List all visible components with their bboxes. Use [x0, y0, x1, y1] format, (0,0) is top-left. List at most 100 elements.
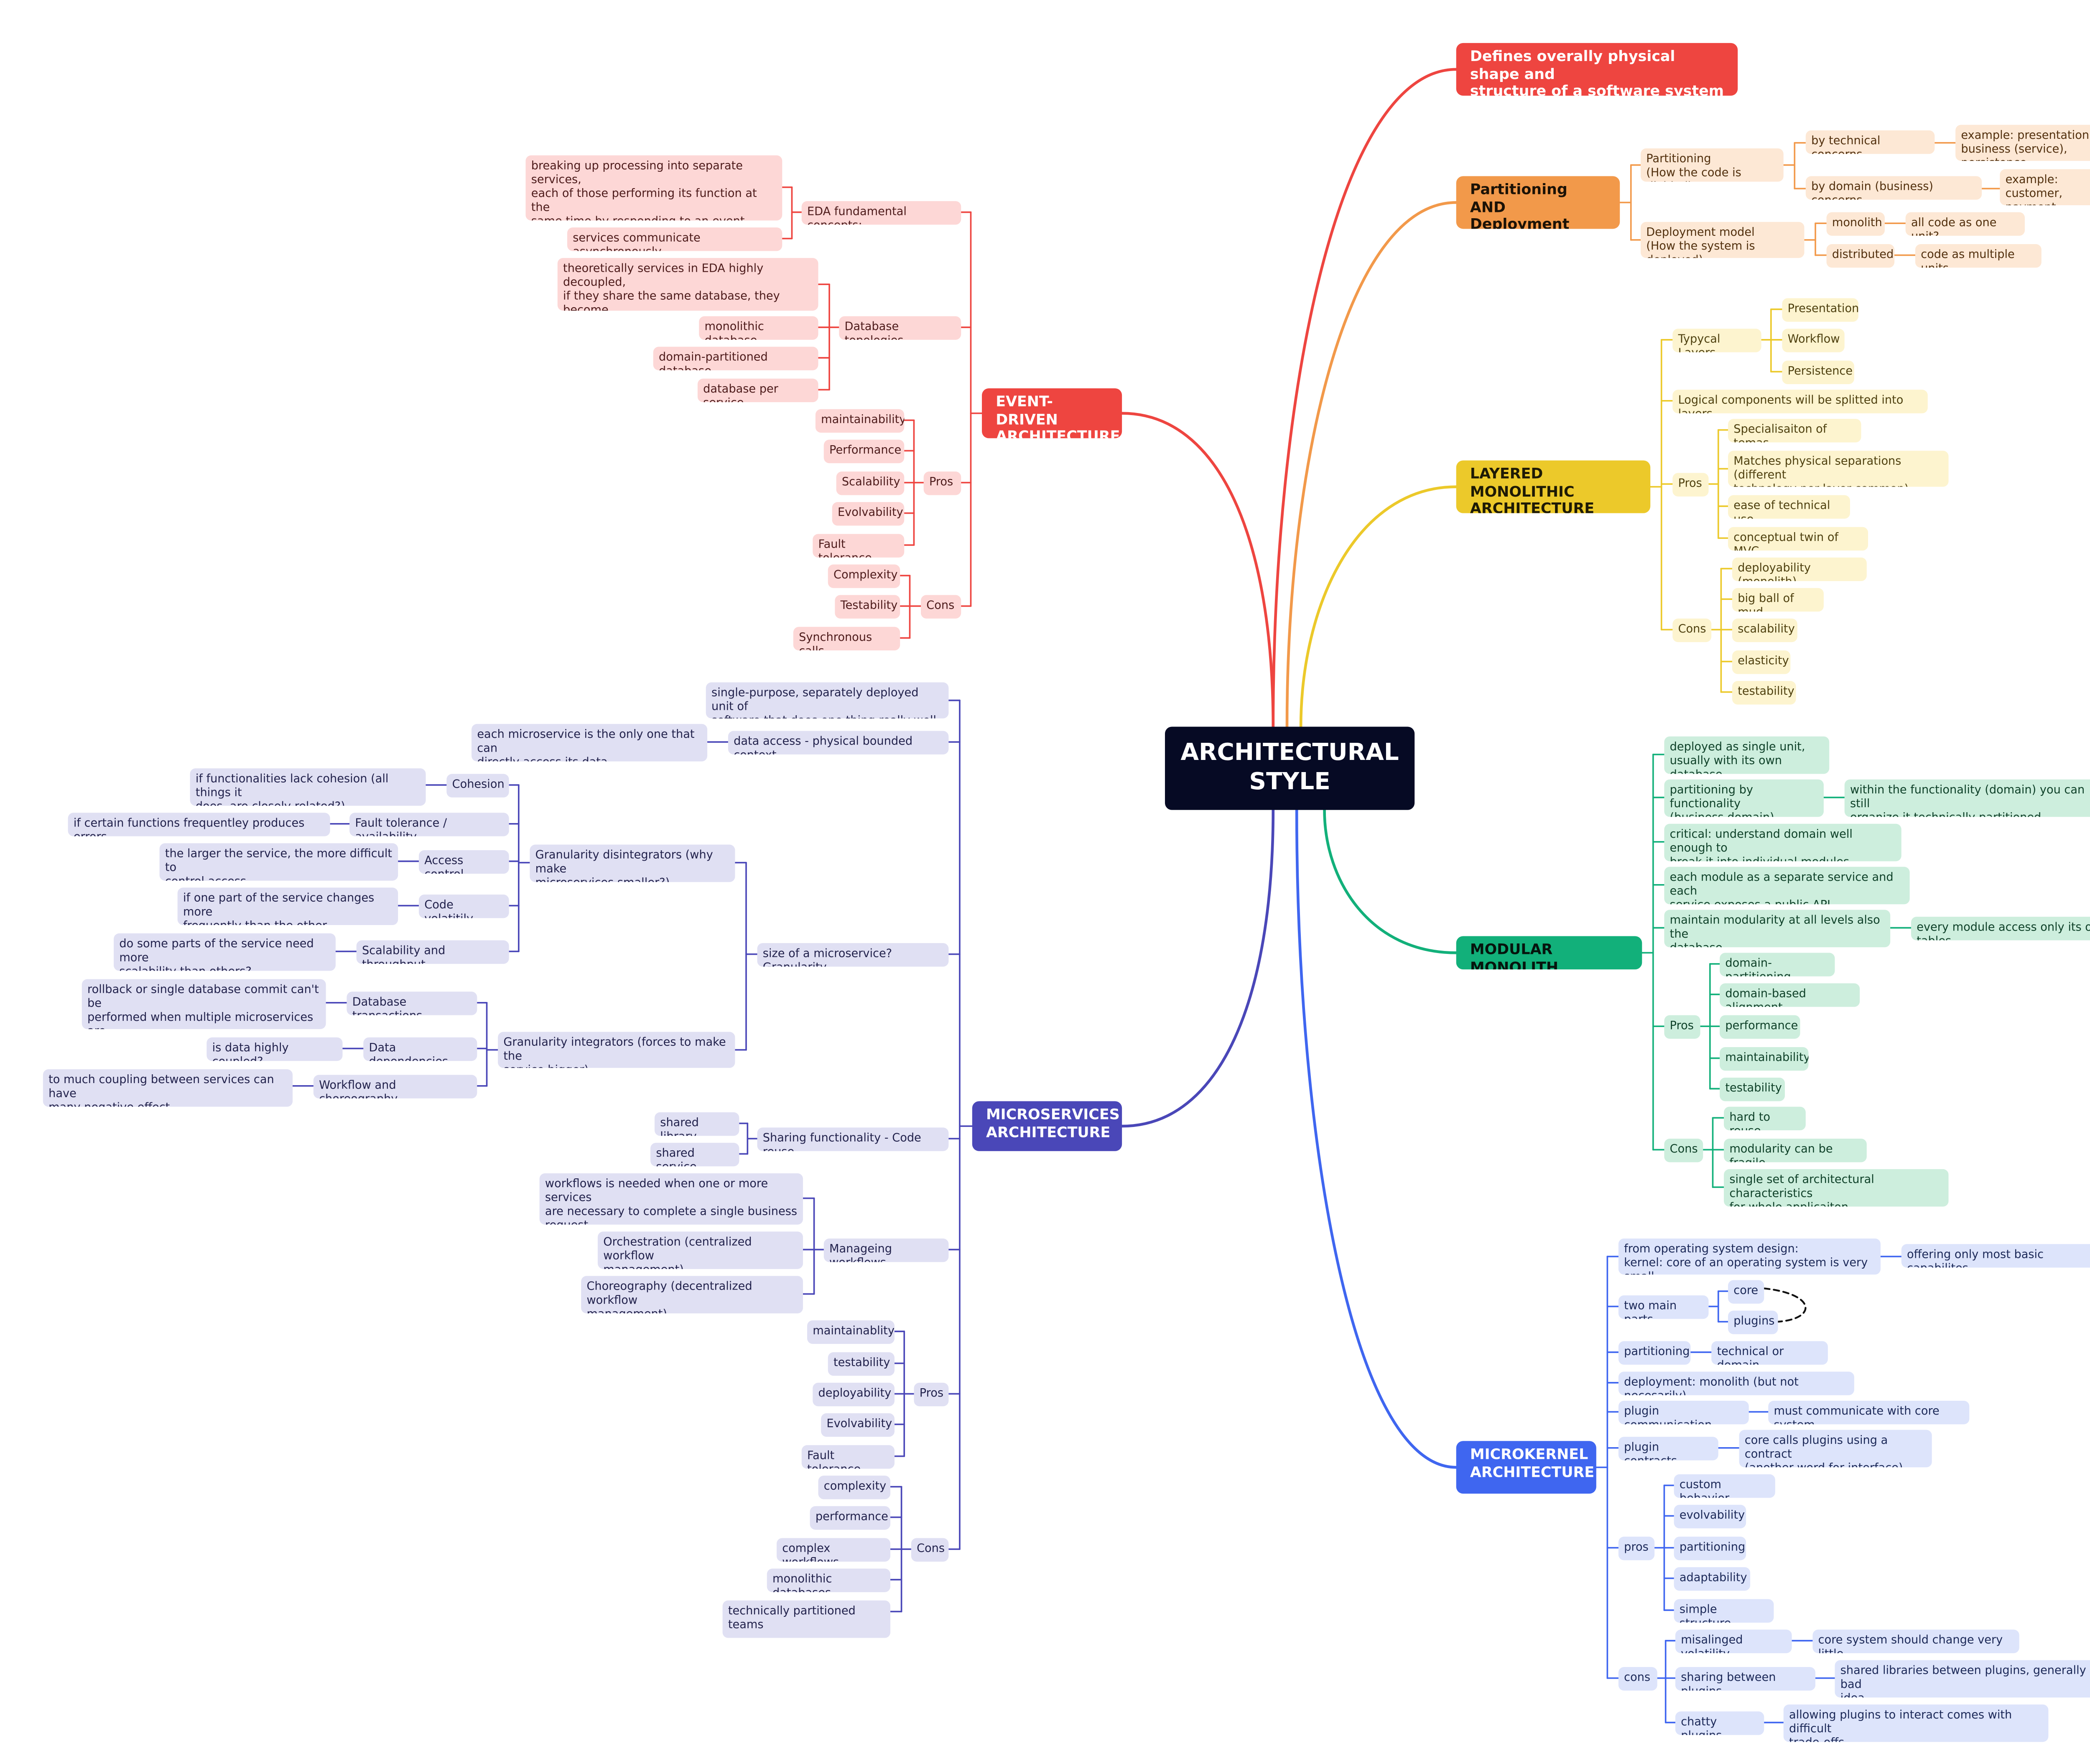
layered-con-3-node[interactable]: scalability — [1732, 618, 1797, 642]
microkernel-con-1-node[interactable]: misalinged volatility — [1675, 1629, 1792, 1653]
ms-disintegrators-node[interactable]: Granularity disintegrators (why make mic… — [530, 844, 735, 882]
technical-example-node[interactable]: example: presentation, business (service… — [1955, 125, 2090, 161]
eda-con-3-node[interactable]: Synchronous calls — [793, 627, 900, 651]
layer-persistence-node[interactable]: Persistence — [1782, 360, 1854, 385]
layered-con-2-node[interactable]: big ball of mud — [1732, 588, 1824, 612]
layer-presentation-node[interactable]: Presentation — [1782, 298, 1858, 322]
eda-pro-5-node[interactable]: Fault tolerance — [813, 534, 905, 558]
ms-pro-3-node[interactable]: deployability — [813, 1382, 895, 1407]
ms-con-1-node[interactable]: complexity — [818, 1476, 891, 1499]
microkernel-con-3-node[interactable]: chatty plugins — [1675, 1711, 1764, 1735]
modular-partitioning-detail-node[interactable]: within the functionality (domain) you ca… — [1844, 779, 2090, 817]
ms-workflow-1-node[interactable]: workflows is needed when one or more ser… — [539, 1173, 803, 1225]
eda-db-3-node[interactable]: database per service — [697, 378, 818, 403]
ms-code-volatility-detail-node[interactable]: if one part of the service changes more … — [177, 887, 398, 925]
ms-pro-4-node[interactable]: Evolvability — [821, 1413, 895, 1437]
ms-data-access-detail-node[interactable]: each microservice is the only one that c… — [472, 724, 708, 762]
definition-node[interactable]: Defines overally physical shape and stru… — [1456, 43, 1738, 96]
layered-cons-node[interactable]: Cons — [1672, 618, 1712, 642]
microkernel-con-1-detail-node[interactable]: core system should change very little — [1812, 1629, 2019, 1653]
ms-sharing-node[interactable]: Sharing functionality - Code reuse — [757, 1127, 949, 1151]
ms-con-2-node[interactable]: performance — [810, 1506, 891, 1530]
by-domain-concerns-node[interactable]: by domain (business) concerns — [1805, 176, 1982, 200]
eda-con-1-node[interactable]: Complexity — [828, 564, 900, 588]
layered-con-5-node[interactable]: testability — [1732, 681, 1796, 705]
microkernel-origin-detail-node[interactable]: offering only most basic capabilites — [1901, 1244, 2090, 1268]
modular-partitioning-node[interactable]: partitioning by functionality (business … — [1664, 779, 1824, 817]
modular-critical-node[interactable]: critical: understand domain well enough … — [1664, 823, 1901, 862]
ms-fault-tolerance-node[interactable]: Fault tolerance / availability — [349, 813, 509, 836]
microkernel-pros-node[interactable]: pros — [1618, 1537, 1655, 1560]
microservices-node[interactable]: MICROSERVICES ARCHITECTURE — [972, 1101, 1122, 1151]
ms-access-control-node[interactable]: Access control — [418, 850, 509, 874]
ms-data-dependencies-node[interactable]: Data dependencies — [363, 1037, 477, 1061]
modular-con-2-node[interactable]: modularity can be fragile — [1724, 1138, 1867, 1162]
plugin-contracts-node[interactable]: plugin contracts — [1618, 1437, 1718, 1461]
ms-pros-node[interactable]: Pros — [914, 1382, 949, 1407]
ms-shared-service-node[interactable]: shared service — [650, 1142, 739, 1167]
modular-monolith-node[interactable]: MODULAR MONOLITH — [1456, 936, 1642, 970]
distributed-desc-node[interactable]: code as multiple units — [1915, 244, 2042, 268]
ms-access-control-detail-node[interactable]: the larger the service, the more difficu… — [159, 843, 398, 881]
ms-scalability-throughput-node[interactable]: Scalability and throughput — [356, 940, 509, 964]
eda-db-2-node[interactable]: domain-partitioned database — [653, 347, 818, 370]
domain-example-node[interactable]: example: customer, payment, shipping — [2000, 169, 2090, 206]
microkernel-pro-1-node[interactable]: custom behavior — [1674, 1474, 1775, 1498]
monolith-node[interactable]: monolith — [1826, 212, 1885, 236]
modular-pro-4-node[interactable]: maintainability — [1720, 1047, 1809, 1071]
ms-con-4-node[interactable]: monolithic databases — [767, 1568, 891, 1592]
root-node[interactable]: ARCHITECTURAL STYLE — [1165, 727, 1415, 810]
monolith-desc-node[interactable]: all code as one unit? — [1905, 212, 2025, 236]
partitioning-deployment-node[interactable]: Partitioning AND Deployment model — [1456, 176, 1620, 229]
microkernel-origin-node[interactable]: from operating system design: kernel: co… — [1618, 1238, 1881, 1275]
modular-deployed-node[interactable]: deployed as single unit, usually with it… — [1664, 736, 1830, 774]
ms-single-purpose-node[interactable]: single-purpose, separately deployed unit… — [706, 682, 949, 719]
eda-pros-node[interactable]: Pros — [923, 472, 961, 495]
ms-db-transactions-detail-node[interactable]: rollback or single database commit can't… — [82, 979, 326, 1029]
eda-con-2-node[interactable]: Testability — [835, 595, 900, 619]
modular-each-module-node[interactable]: each module as a separate service and ea… — [1664, 867, 1910, 905]
ms-cohesion-detail-node[interactable]: if functionalities lack cohesion (all th… — [190, 768, 426, 806]
layered-con-4-node[interactable]: elasticity — [1732, 650, 1791, 674]
eda-pro-3-node[interactable]: Scalability — [836, 472, 905, 495]
microkernel-con-2-node[interactable]: sharing between plugins — [1675, 1667, 1816, 1691]
ms-workflow-2-node[interactable]: Orchestration (centralized workflow mana… — [597, 1231, 803, 1269]
eda-cons-node[interactable]: Cons — [921, 595, 961, 619]
modular-cons-node[interactable]: Cons — [1664, 1138, 1703, 1162]
ms-data-dependencies-detail-node[interactable]: is data highly coupled? — [206, 1037, 343, 1061]
ms-shared-library-node[interactable]: shared library — [655, 1112, 739, 1136]
layered-pro-4-node[interactable]: conceptual twin of MVC — [1728, 527, 1868, 551]
eda-pro-2-node[interactable]: Performance — [823, 439, 905, 464]
layered-monolithic-node[interactable]: LAYERED MONOLITHIC ARCHITECTURE — [1456, 460, 1651, 513]
plugin-communication-detail-node[interactable]: must communicate with core system — [1768, 1401, 1970, 1425]
eda-fundamentals-node[interactable]: EDA fundamental concepts: — [801, 201, 961, 225]
ms-cohesion-node[interactable]: Cohesion — [446, 774, 509, 798]
microkernel-pro-3-node[interactable]: partitioning — [1674, 1537, 1746, 1560]
typical-layers-node[interactable]: Typycal Layers — [1672, 329, 1761, 352]
modular-con-3-node[interactable]: single set of architectural characterist… — [1724, 1169, 1949, 1207]
microkernel-pro-2-node[interactable]: evolvability — [1674, 1504, 1746, 1529]
microkernel-partitioning-detail-node[interactable]: technical or domain — [1711, 1341, 1828, 1365]
layered-pro-2-node[interactable]: Matches physical separations (different … — [1728, 451, 1949, 487]
plugins-node[interactable]: plugins — [1728, 1310, 1778, 1334]
modular-pro-3-node[interactable]: performance — [1720, 1015, 1800, 1039]
ms-scalability-throughput-detail-node[interactable]: do some parts of the service need more s… — [114, 933, 336, 971]
microkernel-deployment-node[interactable]: deployment: monolith (but not necesarily… — [1618, 1371, 1854, 1395]
microkernel-pro-5-node[interactable]: simple structure — [1674, 1599, 1774, 1623]
ms-code-volatility-node[interactable]: Code volatitily — [418, 895, 509, 918]
ms-workflow-choreography-node[interactable]: Workflow and choreography — [313, 1075, 477, 1099]
ms-workflow-3-node[interactable]: Choreography (decentralized workflow man… — [581, 1276, 803, 1313]
layered-pros-node[interactable]: Pros — [1672, 473, 1709, 497]
modular-maintain-detail-node[interactable]: every module access only its own tables — [1911, 917, 2090, 941]
eda-db-1-node[interactable]: monolithic database — [699, 316, 818, 340]
modular-pros-node[interactable]: Pros — [1664, 1015, 1700, 1039]
ms-db-transactions-node[interactable]: Database transactions — [347, 992, 477, 1015]
microkernel-pro-4-node[interactable]: adaptability — [1674, 1567, 1751, 1591]
microkernel-node[interactable]: MICROKERNEL ARCHITECTURE — [1456, 1441, 1596, 1494]
ms-con-5-node[interactable]: technically partitioned teams — [722, 1600, 891, 1638]
ms-pro-5-node[interactable]: Fault tolerance — [801, 1445, 895, 1469]
eda-db-note-node[interactable]: theoretically services in EDA highly dec… — [557, 258, 818, 311]
eda-fundamental-1-node[interactable]: breaking up processing into separate ser… — [525, 155, 782, 221]
logical-components-node[interactable]: Logical components will be splitted into… — [1672, 390, 1928, 413]
ms-fault-tolerance-detail-node[interactable]: if certain functions frequentley produce… — [68, 813, 330, 836]
